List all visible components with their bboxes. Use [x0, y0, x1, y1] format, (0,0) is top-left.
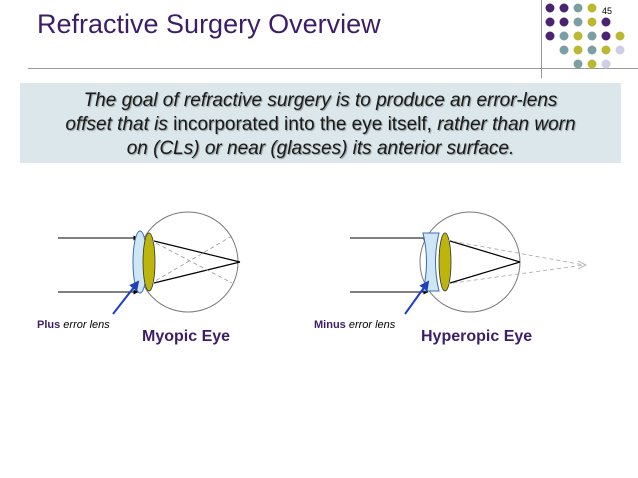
goal-callout-box: The goal of refractive surgery is to pro…	[20, 83, 621, 163]
myopic-eye-diagram	[58, 211, 241, 315]
callout-line-2-italic-b: rather than worn	[437, 114, 576, 135]
dot	[587, 45, 597, 55]
hyperopic-crystalline-lens	[438, 232, 452, 292]
callout-line-2: offset that is incorporated into the eye…	[32, 113, 609, 137]
hyperopic-dashed-ray-2	[445, 264, 585, 285]
dot	[573, 31, 583, 41]
dot-row-3	[545, 31, 625, 41]
dot	[559, 17, 569, 27]
myopic-converging-ray-bottom	[153, 261, 241, 284]
plus-lens-pointer-arrow	[112, 280, 140, 315]
myopic-eye-label: Myopic Eye	[142, 328, 231, 345]
dot	[587, 17, 597, 27]
dot	[587, 59, 597, 69]
dot	[545, 17, 555, 27]
hyperopic-eye-label: Hyperopic Eye	[421, 328, 533, 345]
dot	[601, 17, 611, 27]
callout-line-1: The goal of refractive surgery is to pro…	[32, 89, 609, 113]
minus-label-bold: Minus	[314, 319, 346, 331]
dot	[545, 31, 555, 41]
minus-error-lens	[422, 232, 440, 292]
dot-row-2	[545, 17, 611, 27]
myopic-dashed-ray-1	[149, 239, 233, 284]
header-vertical-divider	[541, 0, 542, 78]
hyperopic-dashed-focus-arrowhead	[577, 260, 587, 270]
dot	[587, 31, 597, 41]
hyperopic-eye-diagram	[350, 211, 587, 315]
decorative-dot-grid	[545, 3, 625, 69]
minus-label-rest: error lens	[345, 319, 396, 331]
plus-label-bold: Plus	[37, 319, 61, 331]
dot-row-4	[559, 45, 625, 55]
callout-line-2-italic-a: offset that is	[65, 114, 168, 135]
minus-error-lens-label: Minus error lens	[314, 319, 395, 331]
hyperopic-dashed-ray-1	[445, 239, 585, 266]
minus-lens-pointer-arrow	[404, 280, 430, 315]
callout-line-1-text: The goal of refractive surgery is to pro…	[83, 90, 558, 111]
header-horizontal-divider	[28, 68, 638, 69]
callout-line-2-regular: incorporated into the eye itself,	[167, 114, 438, 135]
dot	[601, 45, 611, 55]
myopic-converging-ray-top	[153, 240, 241, 263]
dot-row-1	[545, 3, 597, 13]
dot	[573, 59, 583, 69]
dot	[615, 31, 625, 41]
plus-error-lens-label: Plus error lens	[37, 319, 110, 331]
dot	[601, 31, 611, 41]
hyperopic-converging-ray-top	[449, 240, 521, 263]
dot	[573, 17, 583, 27]
dot	[587, 3, 597, 13]
dot	[573, 3, 583, 13]
myopic-crystalline-lens	[142, 232, 156, 292]
plus-label-rest: error lens	[60, 319, 110, 331]
callout-line-3: on (CLs) or near (glasses) its anterior …	[32, 137, 609, 161]
dot	[573, 45, 583, 55]
myopic-dashed-ray-2	[149, 235, 233, 285]
dot	[601, 59, 611, 69]
dot	[545, 3, 555, 13]
dot	[559, 31, 569, 41]
dot	[559, 3, 569, 13]
slide-title: Refractive Surgery Overview	[37, 9, 381, 39]
callout-line-3-text: on (CLs) or near (glasses) its anterior …	[126, 138, 515, 159]
dot	[615, 45, 625, 55]
page-number: 45	[602, 6, 613, 16]
hyperopic-converging-ray-bottom	[449, 261, 521, 284]
dot-row-5	[573, 59, 611, 69]
dot	[559, 45, 569, 55]
